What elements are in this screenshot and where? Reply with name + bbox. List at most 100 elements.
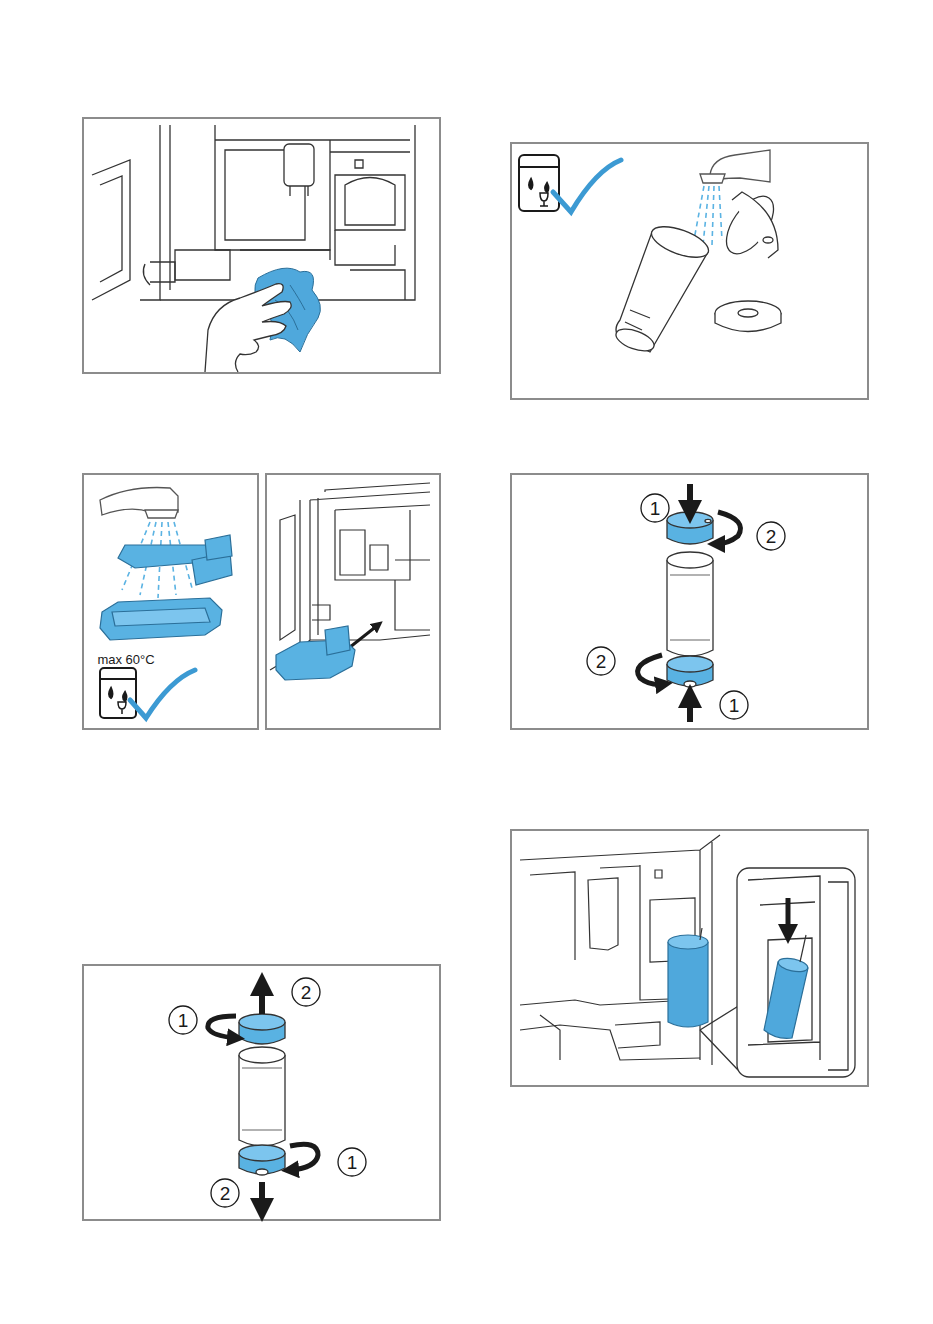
- inset-frame: [748, 876, 820, 1060]
- machine-interior: [92, 125, 415, 300]
- callout-circle: [169, 978, 366, 1207]
- callout-circle: [641, 494, 669, 522]
- rinse-container: [668, 928, 708, 1027]
- machine-interior: [169, 125, 170, 290]
- dishwasher-icon: [100, 668, 136, 718]
- machine-interior: [300, 492, 430, 650]
- rinse-container: [239, 1145, 285, 1161]
- rinse-container: [667, 512, 713, 687]
- direction-arrow: [687, 696, 693, 722]
- water-tap: [100, 488, 178, 519]
- inset-frame: [700, 868, 855, 1077]
- callout-circle: [211, 1179, 239, 1207]
- dishwasher-icon: [109, 688, 113, 698]
- machine-interior: [325, 483, 430, 510]
- container-cap: [738, 309, 758, 317]
- inset-frame: [828, 882, 848, 1070]
- callout-circle: [338, 1148, 366, 1176]
- panel-frame: [83, 118, 868, 1220]
- turn-arrow: [638, 512, 741, 684]
- machine-interior: [655, 870, 662, 878]
- machine-interior: [330, 151, 410, 152]
- rinse-container: [256, 1169, 268, 1175]
- direction-arrow: [687, 484, 693, 722]
- machine-interior: [520, 1000, 690, 1005]
- container-cap: [715, 188, 783, 331]
- machine-interior: [345, 178, 395, 226]
- callout-number: 2: [766, 527, 777, 546]
- panel-frame: [511, 143, 868, 399]
- drip-tray: [276, 626, 355, 680]
- check-mark: [130, 670, 195, 718]
- machine-interior: [520, 1025, 700, 1060]
- machine-interior: [175, 250, 230, 280]
- machine-interior: [355, 160, 363, 168]
- drip-tray-parts: [100, 535, 232, 640]
- drip-tray-parts: [205, 535, 232, 560]
- callout-circle: [292, 978, 320, 1006]
- callout-circle: [720, 691, 748, 719]
- drip-tray-parts: [100, 598, 222, 640]
- panel-frame: [83, 965, 440, 1220]
- rinse-container: [613, 220, 712, 355]
- rinse-container: [239, 1014, 285, 1175]
- temperature-note: max 60°C: [97, 653, 154, 666]
- drip-tray: [325, 626, 350, 655]
- machine-interior: [140, 125, 160, 300]
- panel-frame: [511, 474, 868, 729]
- water-spray: [703, 186, 709, 245]
- hand: [205, 284, 291, 372]
- panel-frame: [83, 474, 258, 729]
- machine-interior: [215, 125, 330, 250]
- dishwasher-icon: [118, 702, 126, 714]
- callout-number: 1: [729, 696, 740, 715]
- rinse-container: [667, 552, 713, 568]
- machine-interior: [335, 510, 410, 580]
- inset-frame: [737, 868, 855, 1077]
- direction-arrow: [259, 1182, 265, 1210]
- dishwasher-icon: [519, 155, 559, 211]
- water-tap: [700, 174, 725, 183]
- panel-frame: [266, 474, 440, 729]
- machine-interior: [530, 866, 640, 960]
- water-spray: [694, 186, 722, 245]
- rinse-container: [242, 1068, 282, 1130]
- rinse-container: [667, 656, 713, 672]
- machine-interior: [92, 160, 130, 300]
- dishwasher-icon: [540, 193, 548, 206]
- dishwasher-icon: [519, 155, 559, 211]
- machine-interior: [588, 878, 618, 950]
- rinse-container: [668, 935, 708, 949]
- machine-interior: [150, 262, 175, 282]
- callout-number: 2: [220, 1184, 231, 1203]
- rinse-container: [800, 935, 806, 962]
- callout-circle: [169, 1006, 197, 1034]
- rinse-container: [684, 681, 696, 687]
- callout-number: 1: [347, 1153, 358, 1172]
- dishwasher-icon: [545, 183, 549, 192]
- hand: [205, 284, 291, 372]
- dishwasher-icon: [519, 166, 559, 168]
- rinse-container: [670, 575, 710, 640]
- machine-interior: [350, 270, 405, 300]
- machine-interior: [312, 605, 330, 620]
- rinse-container: [239, 1047, 285, 1063]
- machine-interior: [335, 175, 405, 230]
- callout-circle: [587, 494, 785, 719]
- water-tap: [145, 510, 178, 518]
- rinse-container: [667, 512, 713, 528]
- panel-frame: [83, 118, 440, 373]
- callout-number: 1: [178, 1011, 189, 1030]
- machine-interior: [340, 530, 365, 575]
- machine-interior: [520, 835, 720, 1065]
- callout-number: 1: [650, 499, 661, 518]
- turn-arrow: [208, 1016, 236, 1038]
- machine-interior: [290, 186, 308, 196]
- machine-interior: [240, 250, 330, 260]
- rinse-container: [239, 1055, 285, 1146]
- direction-arrow: [687, 484, 693, 512]
- callout-circle: [757, 522, 785, 550]
- container-cap: [732, 192, 778, 258]
- container-cap: [717, 188, 783, 262]
